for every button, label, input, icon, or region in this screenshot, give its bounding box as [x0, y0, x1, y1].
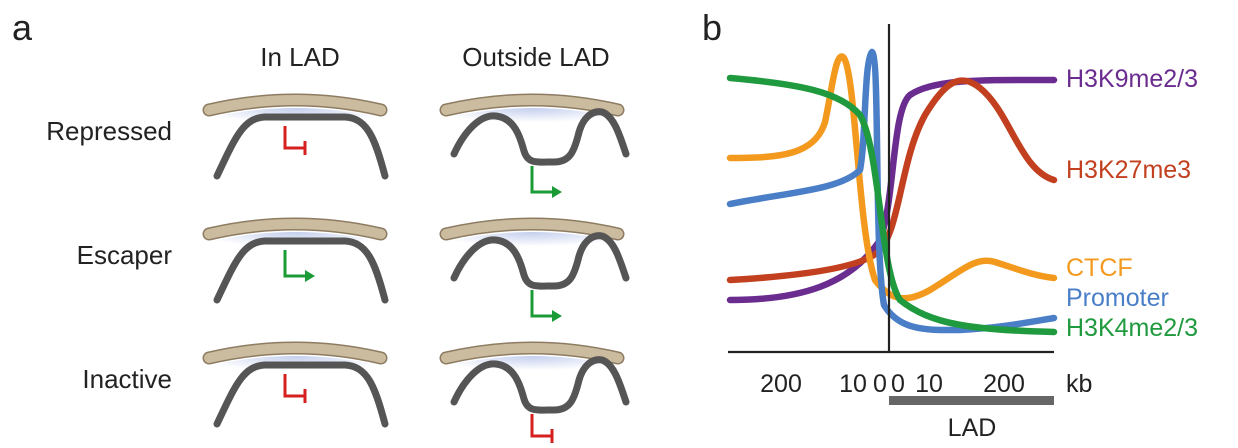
curve-ctcf	[726, 53, 1058, 302]
chromatin-fiber	[450, 108, 630, 166]
row-label-inactive: Inactive	[82, 364, 172, 394]
x-tick-label: 10	[839, 370, 867, 398]
row-label-escaper: Escaper	[77, 240, 173, 270]
series-label-h3k27me3: H3K27me3	[1066, 156, 1191, 184]
x-tick-label: 0	[873, 370, 887, 398]
nuclear-lamina-fill	[441, 219, 623, 239]
x-tick-label: 200	[760, 370, 802, 398]
arrow-head-icon	[305, 270, 315, 282]
profile-curves	[726, 48, 1058, 336]
series-label-ctcf: CTCF	[1066, 254, 1133, 282]
cell-attached	[202, 93, 389, 180]
lad-label: LAD	[948, 414, 997, 442]
arrow-head-icon	[552, 310, 562, 322]
cell-attached	[202, 217, 389, 304]
curve-h3k4me2-3	[726, 74, 1058, 336]
cell-looped-out	[439, 341, 630, 443]
panel-a-letter: a	[12, 7, 33, 48]
x-tick-label: 10	[915, 370, 943, 398]
chromatin-fiber	[450, 232, 630, 290]
cell-grid	[202, 93, 630, 443]
x-tick-label: 200	[983, 370, 1025, 398]
panel-a: a In LAD Outside LAD Repressed Escaper I…	[12, 7, 630, 443]
repressed-promoter-icon	[530, 414, 554, 443]
lad-bar	[889, 396, 1054, 405]
cell-looped-out	[439, 93, 630, 198]
repressed-promoter-icon	[283, 126, 307, 155]
active-promoter-arrow-icon	[283, 250, 307, 278]
chromatin-fiber	[213, 361, 389, 428]
col-header-in-lad: In LAD	[260, 42, 340, 72]
arrow-head-icon	[552, 186, 562, 198]
cell-looped-out	[439, 217, 630, 322]
repressed-promoter-icon	[283, 374, 307, 403]
chromatin-fiber	[450, 356, 630, 414]
panel-b-letter: b	[702, 7, 722, 48]
chromatin-fiber	[213, 113, 389, 180]
row-label-repressed: Repressed	[46, 116, 172, 146]
nuclear-lamina-fill	[204, 343, 386, 363]
panel-b: b 200 10 0 0 10 200 kb LAD H3K9me2/3 H3K…	[702, 7, 1198, 442]
active-promoter-arrow-icon	[530, 166, 554, 194]
curve-h3k27me3	[726, 77, 1058, 284]
cell-attached	[202, 341, 389, 428]
col-header-outside-lad: Outside LAD	[462, 42, 609, 72]
x-tick-label: 0	[891, 370, 905, 398]
x-unit-label: kb	[1066, 370, 1092, 398]
chromatin-fiber	[213, 237, 389, 304]
nuclear-lamina-fill	[204, 219, 386, 239]
nuclear-lamina-fill	[441, 343, 623, 363]
active-promoter-arrow-icon	[530, 290, 554, 318]
curve-promoter	[726, 48, 1058, 334]
series-label-h3k4me2-3: H3K4me2/3	[1066, 314, 1198, 342]
nuclear-lamina-fill	[204, 95, 386, 115]
nuclear-lamina-fill	[441, 95, 623, 115]
series-label-h3k9me2-3: H3K9me2/3	[1066, 65, 1198, 93]
series-label-promoter: Promoter	[1066, 284, 1169, 312]
